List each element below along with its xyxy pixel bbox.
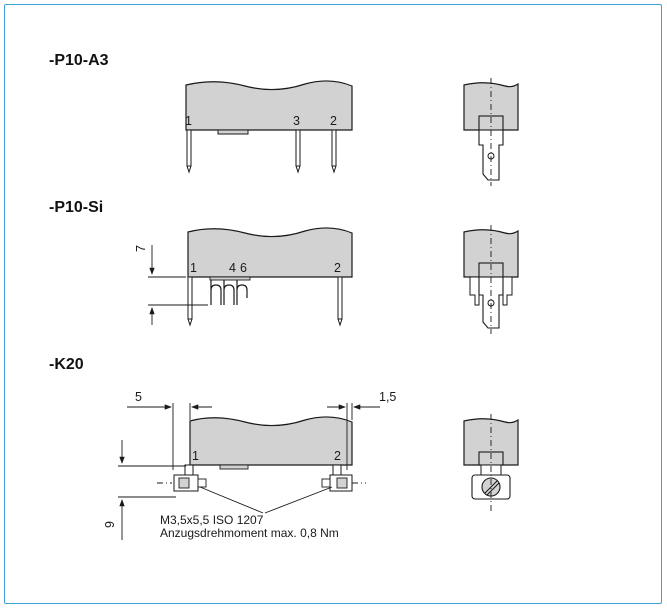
p10-a3-pin-3: 3	[293, 114, 300, 128]
p10-si-pin-2: 2	[334, 261, 341, 275]
title-p10-a3: -P10-A3	[49, 52, 109, 69]
title-p10-si: -P10-Si	[49, 199, 104, 216]
p10-a3-front-view	[185, 80, 353, 174]
p10-a3-pin-2: 2	[330, 114, 337, 128]
k20-dim-9: 9	[103, 521, 117, 528]
k20-pin-1: 1	[192, 449, 199, 463]
k20-dim-5: 5	[135, 390, 142, 404]
p10-si-pin-1: 1	[190, 261, 197, 275]
title-k20: -K20	[49, 356, 84, 373]
p10-a3-side-view	[463, 78, 519, 186]
k20-dim-1-5: 1,5	[379, 390, 396, 404]
p10-si-pin-4: 4	[229, 261, 236, 275]
p10-si-pin-6: 6	[240, 261, 247, 275]
k20-side-view	[463, 414, 519, 512]
torque-spec: Anzugsdrehmoment max. 0,8 Nm	[160, 526, 339, 540]
p10-a3-pin-1: 1	[185, 114, 192, 128]
screw-note: M3,5x5,5 ISO 1207 Anzugsdrehmoment max. …	[160, 514, 339, 540]
k20-front-view	[118, 403, 380, 540]
k20-pin-2: 2	[334, 449, 341, 463]
p10-si-dim-7: 7	[134, 245, 148, 252]
p10-si-side-view	[463, 225, 519, 334]
p10-si-front-view	[148, 227, 353, 327]
screw-spec: M3,5x5,5 ISO 1207	[160, 513, 264, 527]
